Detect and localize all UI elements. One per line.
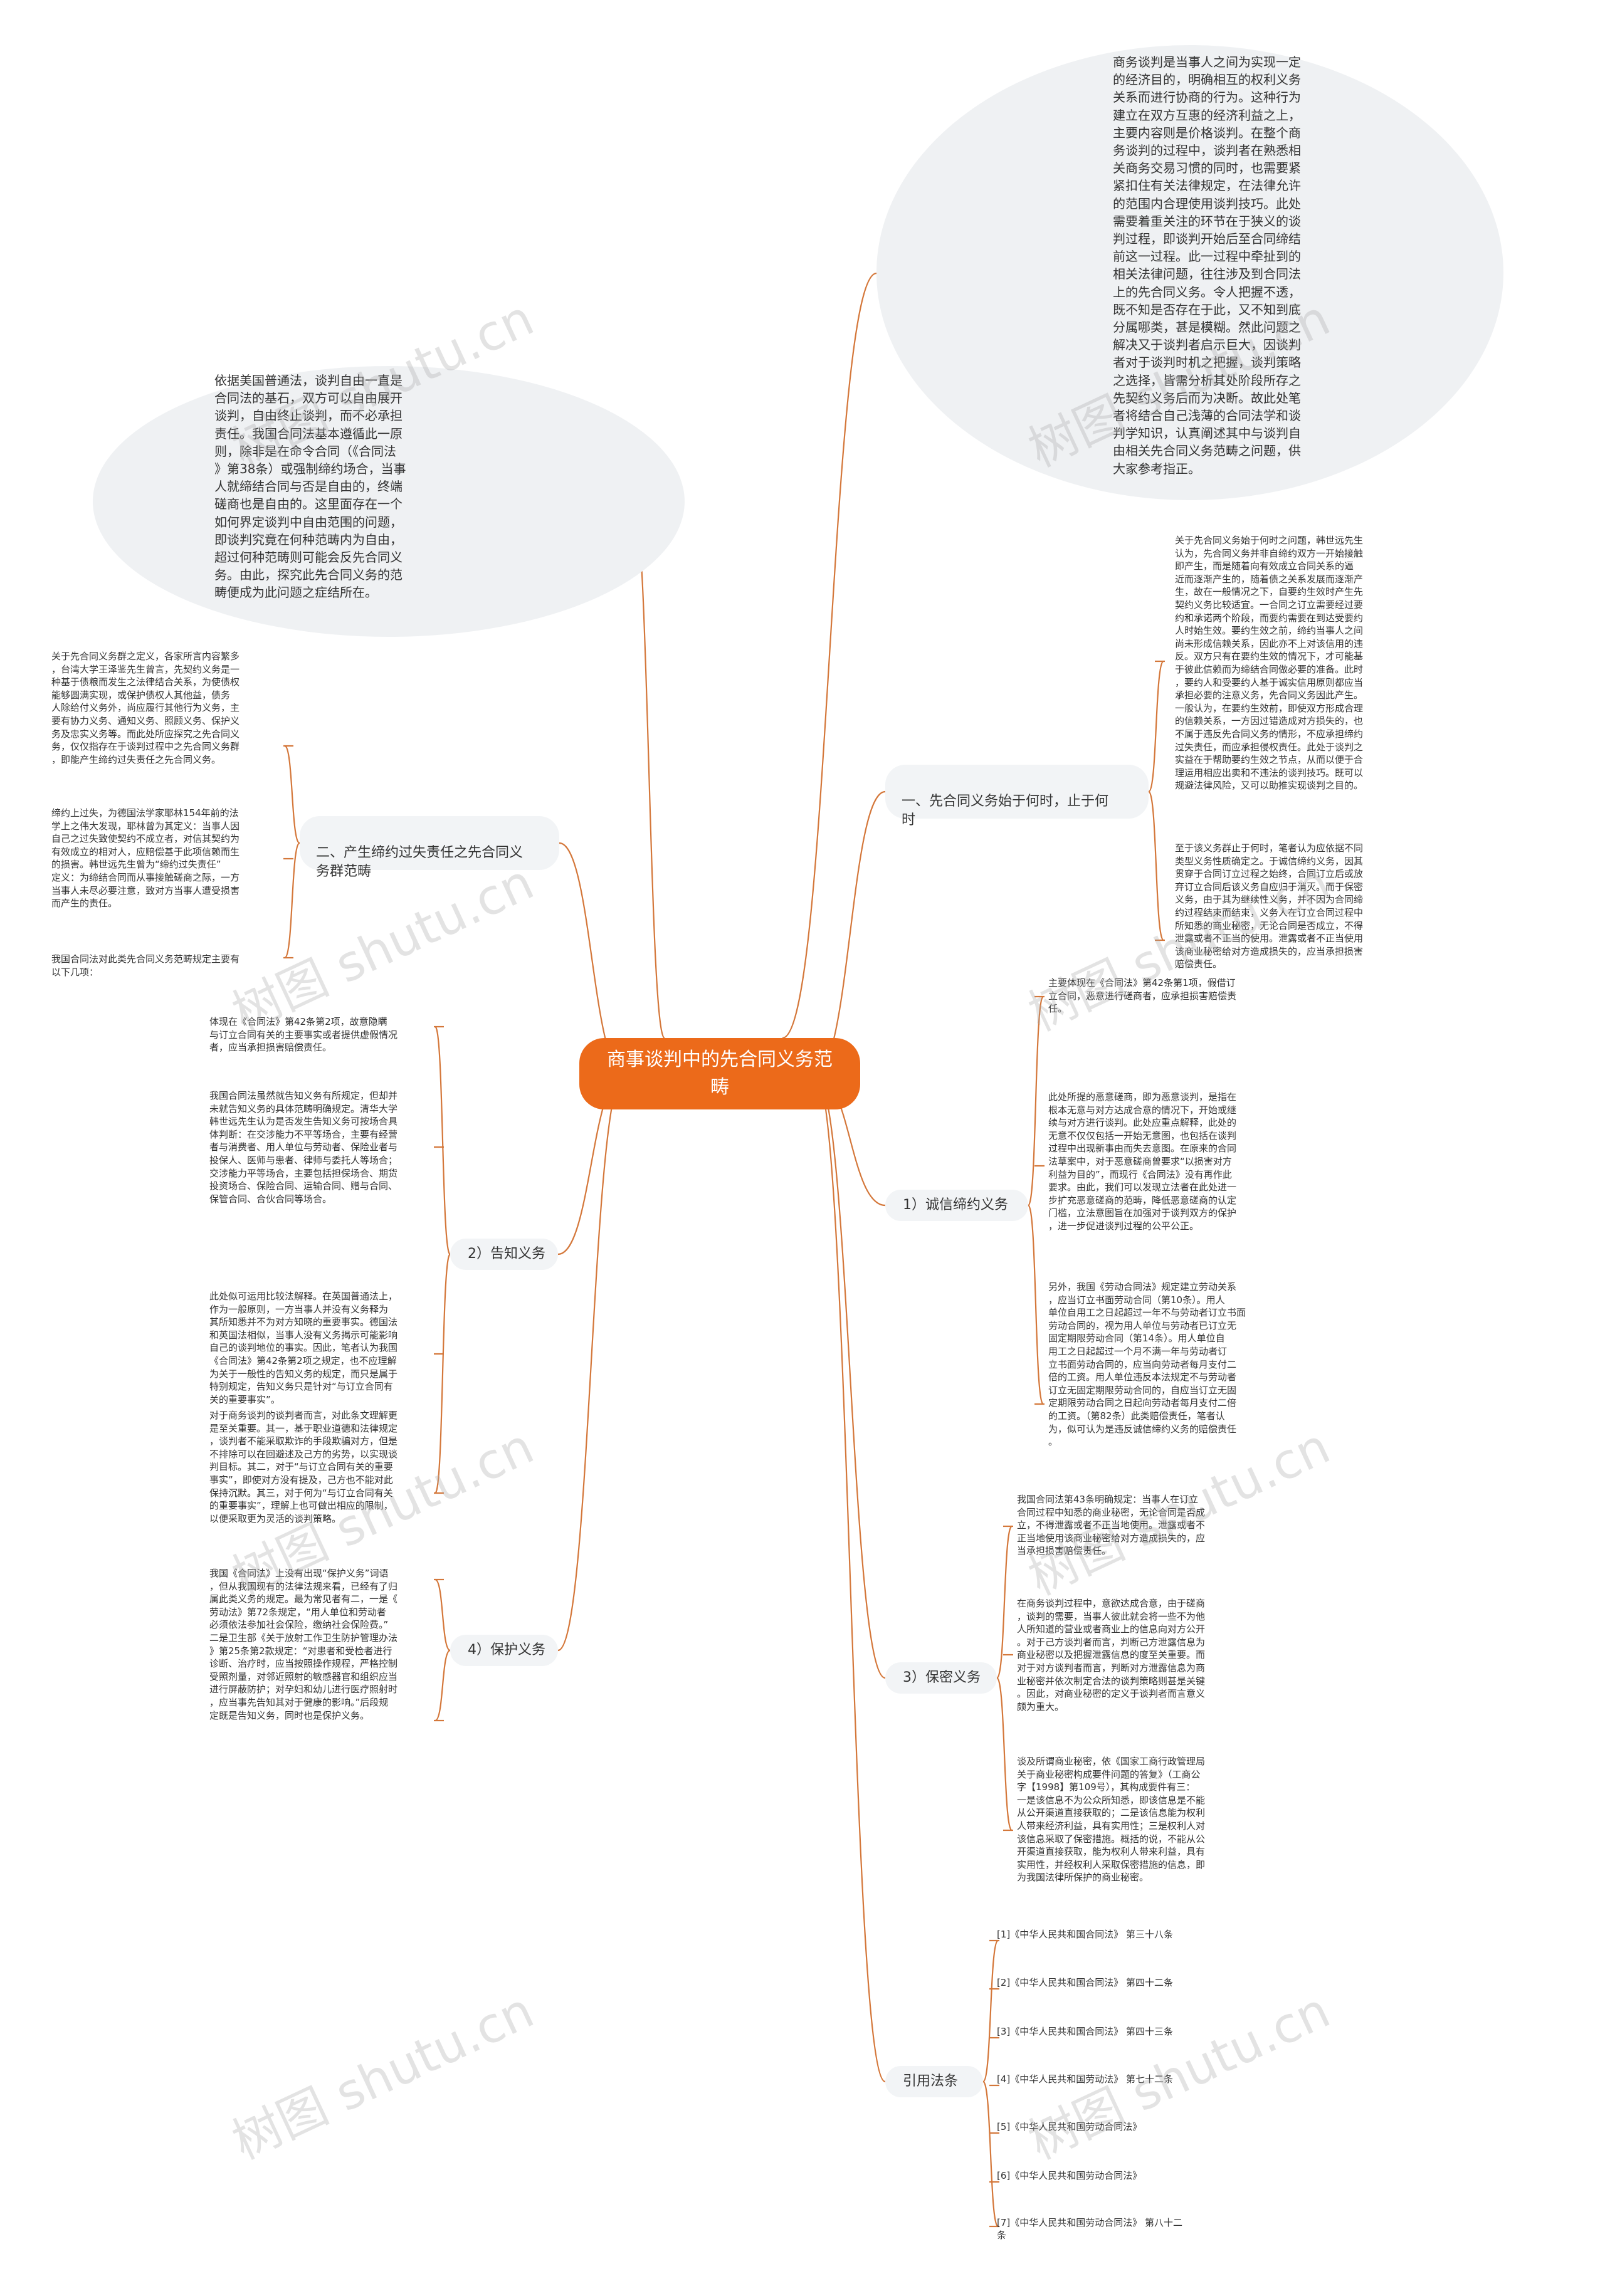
branch-start-end-time[interactable]: 一、先合同义务始于何时，止于何 时 [885, 765, 1149, 828]
root-link-b1 [814, 790, 886, 1075]
citation-item[interactable]: [3]《中华人民共和国合同法》 第四十三条 [997, 2026, 1174, 2037]
leaf-end-time: 至于该义务群止于何时，笔者认为应依据不同 类型义务性质确定之。于诚信缔约义务，因… [1175, 842, 1364, 970]
root-link-intro-right [782, 272, 877, 1039]
citation-item[interactable]: [6]《中华人民共和国劳动合同法》 [997, 2170, 1142, 2181]
bracket-b1 [1147, 660, 1165, 941]
branch-label: 一、先合同义务始于何时，止于何 时 [902, 794, 1109, 828]
intro-text-left: 依据美国普通法，谈判自由一直是 合同法的基石，双方可以自由展开 谈判，自由终止谈… [214, 373, 406, 600]
branch-label: 1）诚信缔约义务 [903, 1197, 1008, 1213]
branch-protection[interactable]: 4）保护义务 [450, 1635, 558, 1666]
leaf-disclosure-3: 此处似可运用比较法解释。在英国普通法上， 作为一般原则，一方当事人并没有义务释为… [209, 1291, 398, 1405]
bracket-s4 [434, 1578, 451, 1722]
bracket-s3 [996, 1525, 1013, 1832]
bracket-s1 [1027, 995, 1045, 1405]
intro-text-right: 商务谈判是当事人之间为实现一定 的经济目的，明确相互的权利义务 关系而进行协商的… [1113, 55, 1301, 476]
bracket-s2 [434, 1025, 451, 1494]
intro-cloud-right [876, 45, 1503, 500]
leaf-good-faith-3: 另外，我国《劳动合同法》规定建立劳动关系 ，应当订立书面劳动合同（第10条）。用… [1048, 1281, 1246, 1448]
citation-item[interactable]: [5]《中华人民共和国劳动合同法》 [997, 2121, 1142, 2132]
citation-item[interactable]: [1]《中华人民共和国合同法》 第三十八条 [997, 1929, 1174, 1940]
intro-cloud-left [93, 366, 685, 637]
leaf-start-time: 关于先合同义务始于何时之问题，韩世远先生 认为，先合同义务并非自缔约双方一开始接… [1175, 535, 1364, 792]
leaf-disclosure-2: 我国合同法虽然就告知义务有所规定，但却并 未就告知义务的具体范畴明确规定。清华大… [209, 1090, 398, 1205]
leaf-good-faith-2: 此处所提的恶意磋商，即为恶意谈判，是指在 根本无意与对方达成合意的情况下，开始或… [1048, 1091, 1237, 1232]
root-topic-label: 商事谈判中的先合同义务范畴 [607, 1049, 833, 1098]
citation-item[interactable]: [2]《中华人民共和国合同法》 第四十二条 [997, 1977, 1174, 1988]
branch-label: 3）保密义务 [903, 1670, 981, 1685]
branch-good-faith[interactable]: 1）诚信缔约义务 [885, 1190, 1028, 1221]
bracket-b2 [283, 745, 301, 959]
branch-label: 4）保护义务 [468, 1642, 545, 1658]
leaf-provisions: 我国合同法对此类先合同义务范畴规定主要有 以下几项： [51, 953, 240, 978]
leaf-confidentiality-1: 我国合同法第43条明确规定：当事人在订立 合同过程中知悉的商业秘密，无论合同是否… [1017, 1494, 1206, 1557]
branch-label: 二、产生缔约过失责任之先合同义 务群范畴 [316, 845, 524, 879]
branch-label: 引用法条 [903, 2073, 959, 2089]
root-link-s5 [814, 1072, 886, 2083]
leaf-good-faith-1: 主要体现在《合同法》第42条第1项，假借订 立合同，恶意进行磋商者，应承担损害赔… [1048, 977, 1237, 1015]
branch-citations[interactable]: 引用法条 [885, 2066, 983, 2097]
leaf-culpa: 缔约上过失，为德国法学家耶林154年前的法 学上之伟大发现，耶林曾为其定义：当事… [51, 807, 240, 909]
citation-item[interactable]: [4]《中华人民共和国劳动法》 第七十二条 [997, 2073, 1174, 2085]
leaf-confidentiality-3: 谈及所谓商业秘密，依《国家工商行政管理局 关于商业秘密构成要件问题的答复》（工商… [1017, 1756, 1206, 1884]
leaf-disclosure-4: 对于商务谈判的谈判者而言，对此条文理解更 是至关重要。其一，基于职业道德和法律规… [209, 1410, 398, 1524]
branch-confidentiality[interactable]: 3）保密义务 [885, 1662, 997, 1694]
leaf-disclosure-1: 体现在《合同法》第42条第2项，故意隐瞒 与订立合同有关的主要事实或者提供虚假情… [209, 1016, 398, 1054]
leaf-definition: 关于先合同义务群之定义，各家所言内容繁多 ，台湾大学王泽鉴先生曾言，先契约义务是… [51, 651, 240, 765]
branch-label: 2）告知义务 [468, 1246, 545, 1262]
branch-liability-group[interactable]: 二、产生缔约过失责任之先合同义 务群范畴 [300, 816, 559, 879]
root-link-intro-left [632, 500, 666, 1039]
branch-disclosure[interactable]: 2）告知义务 [450, 1239, 558, 1270]
leaf-confidentiality-2: 在商务谈判过程中，意欲达成合意，由于磋商 ，谈判的需要，当事人彼此就会将一些不为… [1017, 1598, 1206, 1712]
leaf-protection-1: 我国《合同法》上没有出现“保护义务”词语 ，但从我国现有的法律法规来看，已经有了… [209, 1568, 398, 1721]
root-topic[interactable]: 商事谈判中的先合同义务范畴 [579, 1038, 860, 1109]
citation-item[interactable]: [7]《中华人民共和国劳动合同法》 第八十二 条 [997, 2217, 1183, 2241]
bracket-s5 [982, 1939, 999, 2228]
